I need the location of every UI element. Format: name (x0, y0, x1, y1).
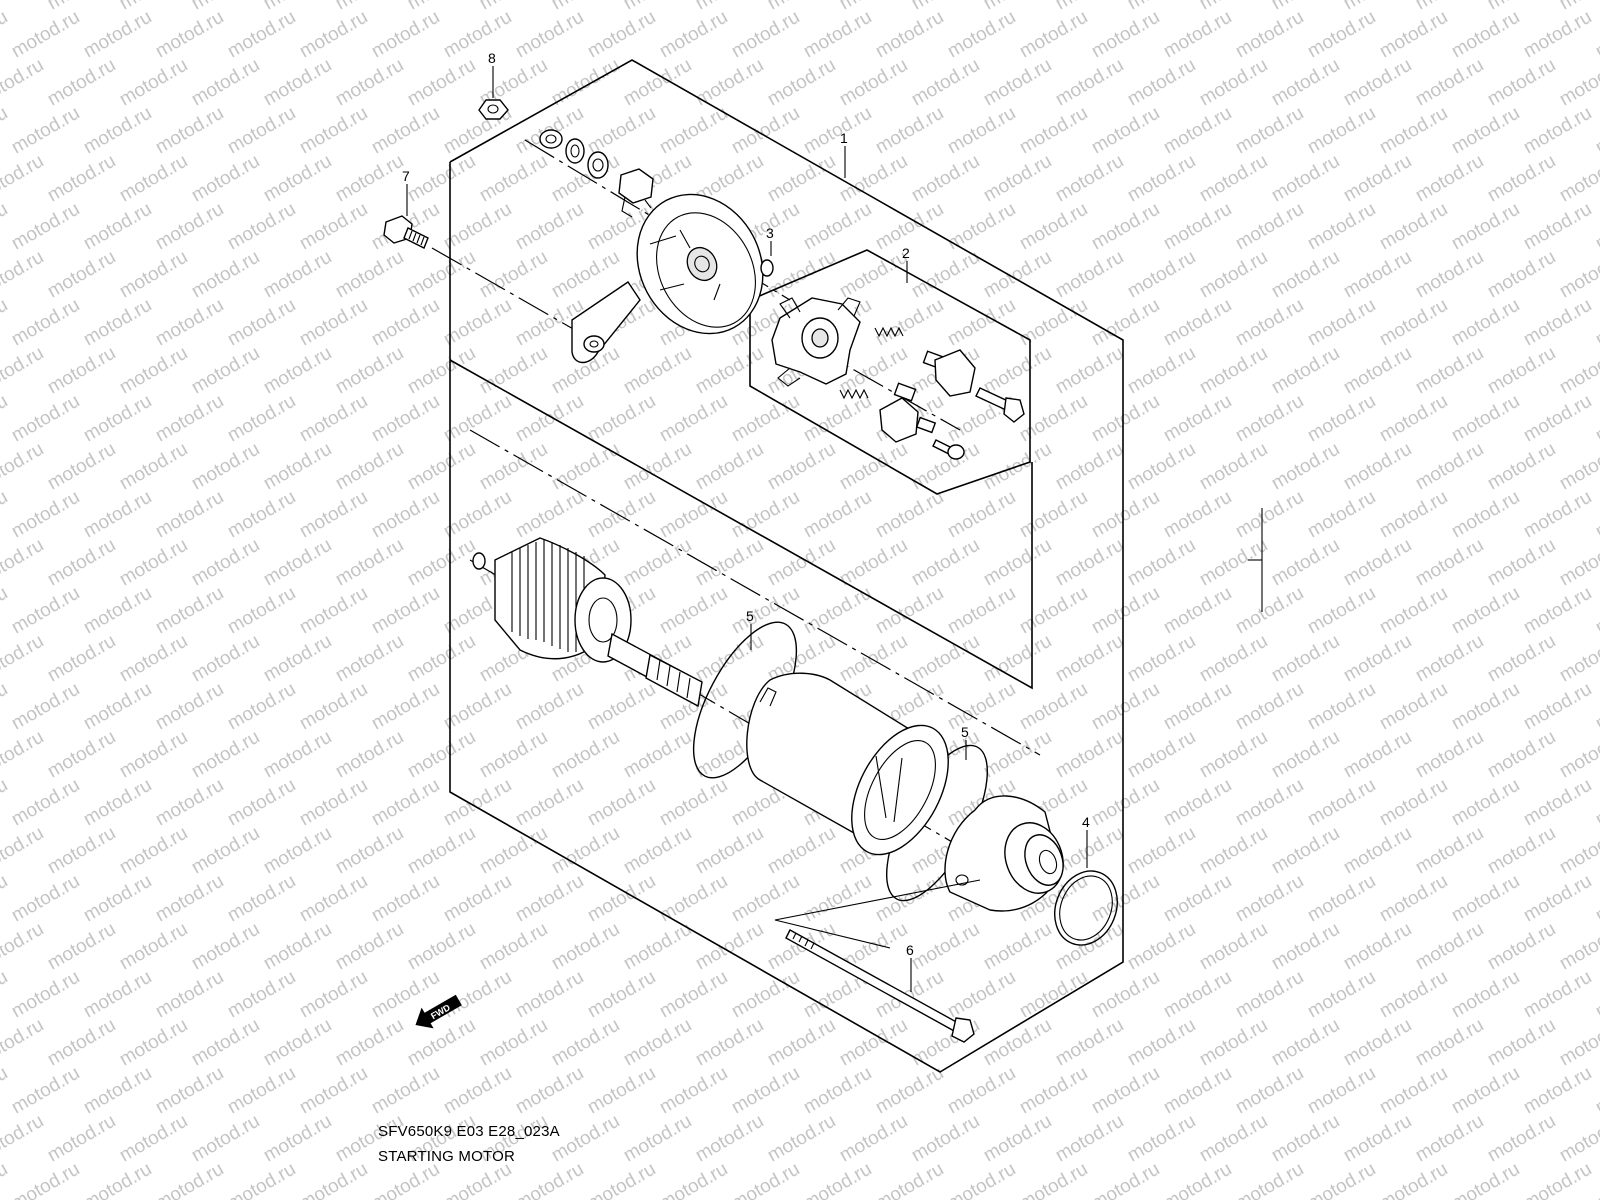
callout-1: 1 (840, 130, 848, 146)
armature (472, 537, 703, 708)
bolt-pointer-lines (774, 879, 981, 949)
armature-frame-outline (449, 359, 1033, 690)
brush-holder-part-2 (771, 297, 1025, 460)
front-housing (944, 795, 1064, 912)
end-cover (571, 193, 764, 364)
callout-2: 2 (902, 245, 910, 261)
callout-8: 8 (488, 50, 496, 66)
axis-bolt-7 (431, 247, 576, 331)
diagram-title: STARTING MOTOR (378, 1148, 515, 1165)
callout-5b: 5 (961, 724, 969, 740)
bolt-part-7 (383, 215, 429, 249)
nut-part-8 (478, 99, 509, 120)
washer-stack (539, 129, 654, 218)
fwd-arrow-icon: FWD (415, 994, 462, 1029)
watermark-text: motod.ru (0, 1159, 11, 1200)
through-bolt-part-6 (785, 929, 975, 1043)
brush-holder-box (749, 249, 1031, 495)
o-ring-part-4 (1054, 870, 1118, 946)
yoke-housing (746, 672, 949, 856)
callout-5a: 5 (746, 608, 754, 624)
callout-3: 3 (766, 225, 774, 241)
o-ring-part-3 (760, 259, 774, 277)
callout-4: 4 (1082, 814, 1090, 830)
callout-7: 7 (402, 168, 410, 184)
axis-main (469, 429, 1041, 756)
callout-6: 6 (906, 942, 914, 958)
diagram-code: SFV650K9 E03 E28_023A (378, 1123, 560, 1140)
assembly-outline (449, 59, 1124, 1073)
